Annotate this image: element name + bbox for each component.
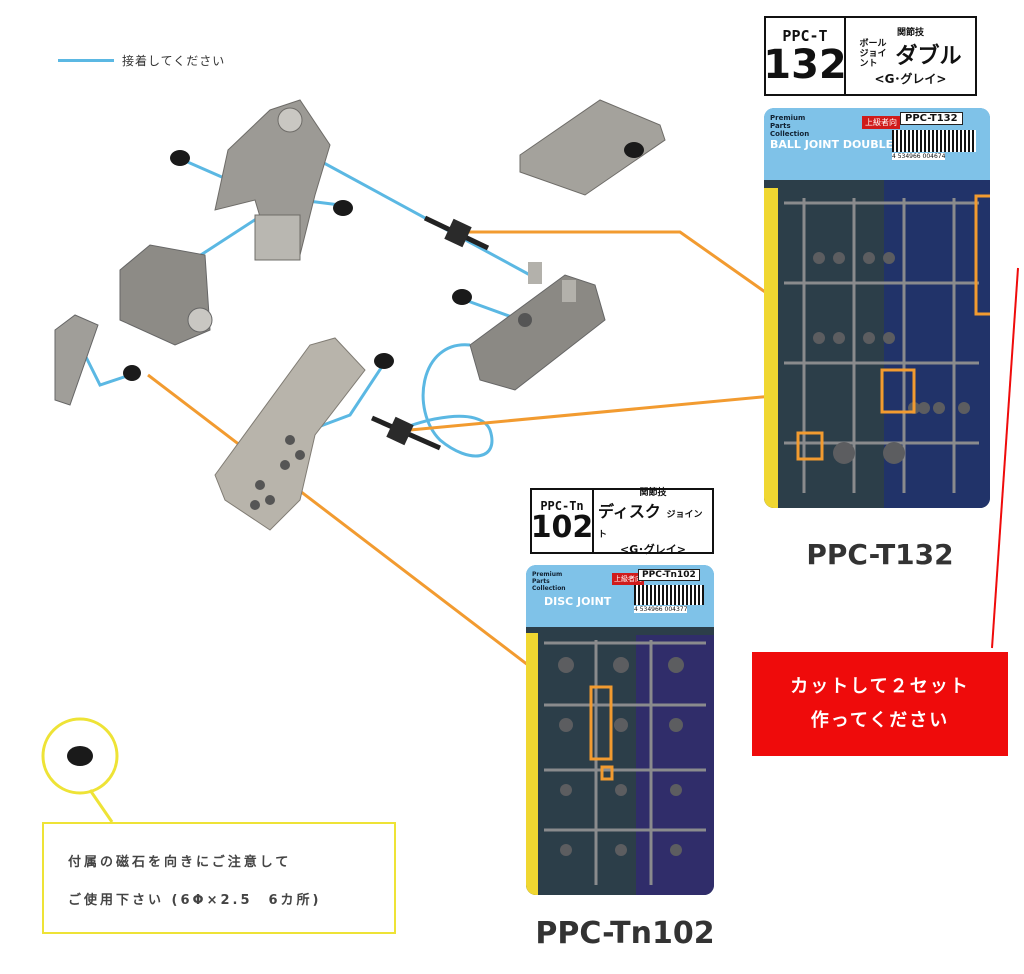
joint-parts [370,215,490,451]
caption-t132: PPC-T132 [806,538,954,571]
part-hinge-bar [469,262,606,391]
barcode [892,130,976,152]
glue-line [299,148,531,277]
product-name: ディスク [598,502,661,521]
cut-notice-line2: 作ってください [810,710,950,731]
product-category: 関節技 [639,488,667,498]
product-name-small: ジョイント [598,510,703,540]
part-flat-plate [519,99,666,196]
series-code: PPC-Tn [540,499,584,513]
product-header-t132: PPC-T 132 関節技 ボール ジョイント ダブル <G･グレイ> [763,16,977,96]
magnet [170,150,190,166]
package-brand: Premium Parts Collection [770,114,810,138]
product-name: ダブル [895,44,962,69]
magnet [333,200,353,216]
magnet [374,353,394,369]
callout-line [147,373,601,722]
package-level: 上級者向 [862,116,900,129]
part-large-paddle [214,337,366,531]
package-level: 上級者向 [612,573,644,585]
glue-line [399,343,494,458]
product-color: <G･グレイ> [620,543,686,556]
package-code: PPC-Tn102 [638,569,700,581]
series-code: PPC-T [782,27,828,45]
package-brand: Premium Parts Collection [532,571,566,592]
package-title: BALL JOINT DOUBLE [770,138,894,151]
package-code: PPC-T132 [900,112,963,125]
barcode-digits: 4 534966 004377 [634,606,688,613]
package-title: DISC JOINT [544,595,612,608]
package-tn102: Premium Parts Collection 上級者向 PPC-Tn102 … [526,565,714,895]
glue-line [309,361,387,432]
magnet [123,365,141,381]
product-number: 132 [763,42,847,88]
glue-legend-label: 接着してください [122,53,226,68]
cut-indicator-line [991,267,1019,649]
magnet [452,289,472,305]
magnets [123,142,644,381]
part-joint-block [119,244,213,346]
magnet-note-line1: 付属の磁石を向きにご注意して [68,855,292,870]
barcode [634,585,704,605]
glue-legend: 接着してください [58,50,225,70]
product-header-tn102: PPC-Tn 102 関節技 ディスク ジョイント <G･グレイ> [530,488,714,556]
cut-notice: カットして２セット 作ってください [752,652,1008,756]
part-upper-bracket [214,99,331,261]
package-t132: Premium Parts Collection 上級者向 PPC-T132 B… [764,108,990,508]
part-small-arm [54,314,99,406]
magnet-callout-pointer [88,789,114,823]
product-name-small: ボール ジョイント [859,39,887,69]
product-color: <G･グレイ> [874,72,947,86]
magnet-sample [67,746,93,766]
barcode-digits: 4 534966 004674 [892,153,946,160]
magnet [624,142,644,158]
magnet-note: 付属の磁石を向きにご注意して ご使用下さい (6Φ×2.5 6カ所) [42,822,396,934]
product-number: 102 [530,510,594,545]
glue-line-swatch [58,58,114,62]
product-category: 関節技 [896,28,924,38]
cut-notice-line1: カットして２セット [790,676,970,697]
caption-tn102: PPC-Tn102 [535,916,715,951]
magnet-note-line2: ご使用下さい (6Φ×2.5 6カ所) [68,893,322,908]
